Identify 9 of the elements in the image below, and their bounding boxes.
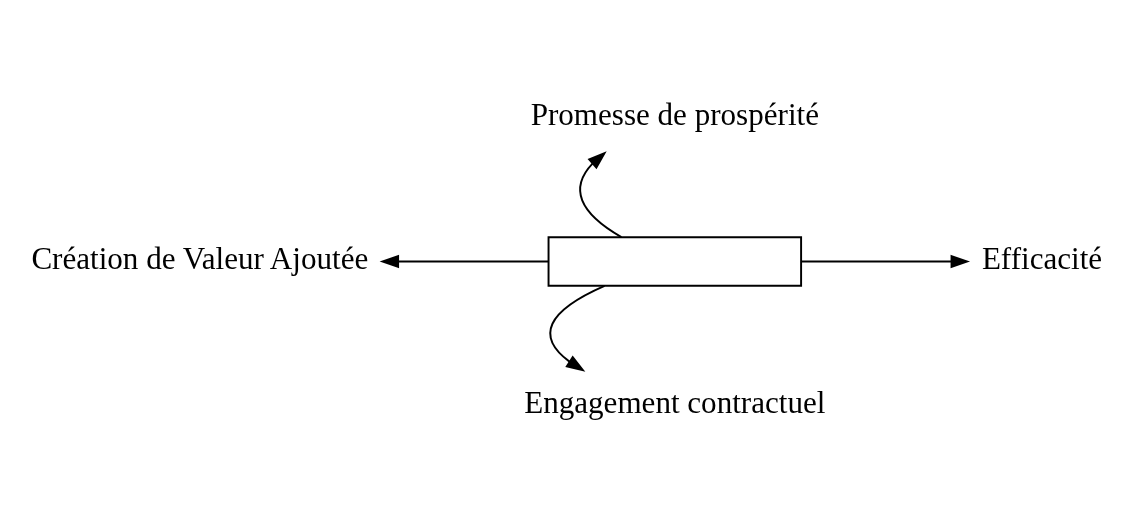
node-text: Création de Valeur Ajoutée (31, 240, 369, 276)
arrow (549, 284, 606, 372)
arrow (579, 150, 623, 238)
arrow (379, 254, 549, 268)
node-text: Efficacité (981, 240, 1103, 276)
node-text: Promesse de prospérité (530, 96, 819, 132)
node-text: Engagement contractuel (524, 384, 826, 420)
arrow (800, 254, 970, 268)
node-box (547, 235, 803, 287)
